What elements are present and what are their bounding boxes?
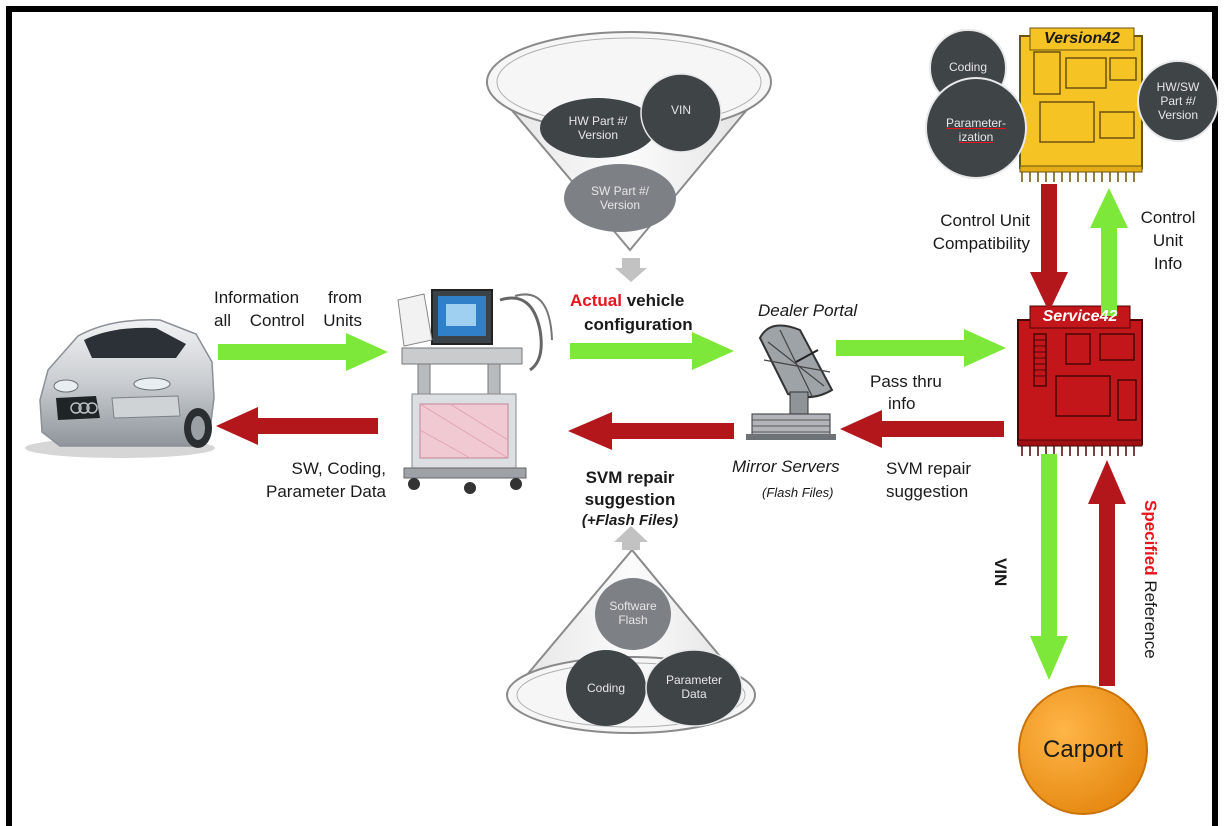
version42-circle-parameterization: [925, 77, 1027, 179]
arrow-portal-to-service42: [836, 329, 1006, 367]
arrow-tester-to-car: [216, 407, 378, 445]
info-from-cu-line1: Information from: [214, 288, 362, 307]
funnel-parameter-data-text: Parameter Data: [665, 673, 723, 701]
dealer-portal-label: Dealer Portal: [758, 301, 858, 320]
funnel-circle-parameter-data: [645, 649, 743, 727]
version42-hwsw-version-text: HW/SW Part #/ Version: [1156, 80, 1200, 122]
funnel-circle-coding: [566, 650, 646, 726]
pass-thru-line1: Pass thru: [870, 372, 942, 391]
arrow-portal-to-tester: [568, 412, 734, 450]
vin-vertical-label: VIN: [991, 558, 1010, 587]
version42-board: [925, 27, 1219, 182]
funnel-hw-version-text: HW Part #/ Version: [568, 114, 628, 142]
sw-coding-line1: SW, Coding,: [291, 459, 387, 478]
funnel-circle-vin: [640, 73, 722, 153]
svm-repair-center-line1: SVM repair: [585, 468, 675, 487]
arrow-car-to-tester: [218, 333, 388, 371]
service42-title: Service42: [1042, 308, 1118, 325]
cu-compat-line1: Control Unit: [940, 211, 1030, 230]
vehicle-word: vehicle: [626, 291, 685, 310]
version42-title: Version42: [1044, 30, 1120, 47]
funnel-software-flash-text: Software Flash: [609, 599, 657, 627]
arrow-carport-to-service42: [1088, 460, 1126, 686]
funnel-sw-version-text: SW Part #/ Version: [590, 184, 649, 212]
info-from-cu-line2: all Control Units: [214, 311, 362, 330]
actual-vehicle-line: Actual vehicle: [570, 290, 684, 312]
svm-repair-right-line2: suggestion: [886, 482, 969, 501]
version42-parameterization-text: Parameter-ization: [945, 116, 1007, 144]
pass-thru-line2: info: [888, 394, 916, 413]
arrow-service42-to-version42: [1090, 188, 1128, 316]
arrow-service42-to-portal: [840, 410, 1004, 448]
funnel-circle-hw-version: [540, 98, 656, 158]
car-image: [25, 319, 215, 458]
carport-label: Carport: [1042, 736, 1124, 763]
cu-compat-line2: Compatibility: [932, 234, 1030, 253]
version42-coding-text: Coding: [948, 60, 988, 74]
arrow-tester-to-portal: [570, 332, 734, 370]
funnel-coding-text: Coding: [586, 681, 626, 695]
funnel-bottom: [506, 526, 756, 734]
funnel-vin-text: VIN: [670, 103, 691, 117]
cu-info-line2: Unit: [1152, 231, 1184, 250]
actual-word: Actual: [570, 291, 622, 310]
cu-info-line1: Control: [1140, 208, 1196, 227]
arrow-service42-to-carport: [1030, 454, 1068, 680]
specified-word: Specified: [1141, 500, 1160, 576]
plus-flash-files-label: (+Flash Files): [581, 512, 679, 529]
arrow-version42-to-service42: [1030, 184, 1068, 312]
flash-files-label: (Flash Files): [762, 485, 834, 500]
svm-repair-right-line1: SVM repair: [886, 459, 972, 478]
diagnostic-tester-image: [397, 289, 553, 494]
sw-coding-line2: Parameter Data: [266, 482, 386, 501]
reference-word: Reference: [1141, 580, 1160, 659]
version42-circle-hwsw-version: [1137, 60, 1219, 142]
funnel-circle-sw-version: [564, 164, 676, 232]
svm-repair-center-line2: suggestion: [584, 490, 676, 509]
carport-circle: [1018, 685, 1148, 815]
mirror-servers-label: Mirror Servers: [732, 457, 840, 476]
specified-reference-label: Specified Reference: [1140, 500, 1160, 659]
satellite-server-image: [746, 324, 836, 440]
funnel-circle-software-flash: [595, 578, 671, 650]
funnel-top: [485, 31, 773, 282]
service42-board: [1017, 305, 1143, 456]
cu-info-line3: Info: [1153, 254, 1183, 273]
configuration-label: configuration: [584, 315, 693, 334]
